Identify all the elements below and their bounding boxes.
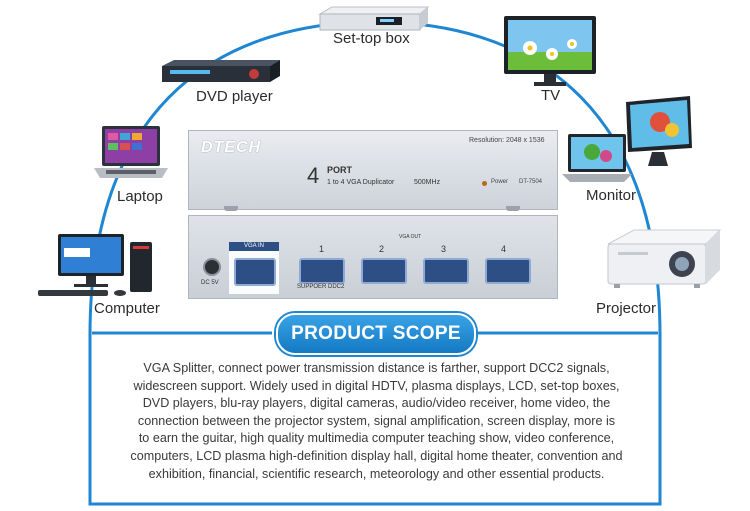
splitter-front: DTECH Resolution: 2048 x 1536 4 PORT 1 t… — [188, 130, 558, 210]
port-label-4: 4 — [501, 244, 507, 254]
foot — [506, 206, 520, 211]
port-label-2: 2 — [379, 244, 385, 254]
description-line: DVD players, blu-ray players, digital ca… — [142, 396, 611, 411]
tv-image — [504, 16, 596, 86]
description-line: widescreen support. Widely used in digit… — [133, 378, 620, 393]
monitor-image — [562, 96, 692, 182]
port-label-1: 1 — [319, 244, 325, 254]
freq-text: 500MHz — [414, 179, 441, 186]
port-number: 4 — [307, 163, 320, 188]
tv-label: TV — [541, 87, 561, 104]
description-line: VGA Splitter, connect power transmission… — [143, 361, 610, 375]
settop-label: Set-top box — [333, 30, 410, 47]
vga-out-port-1 — [299, 258, 345, 284]
monitor-label: Monitor — [586, 187, 637, 204]
vga-out-port-3 — [423, 258, 469, 284]
computer-label: Computer — [94, 300, 160, 317]
ddc-text: SUPPOER DDC2 — [297, 284, 345, 290]
model-text: 1 to 4 VGA Duplicator — [327, 179, 395, 186]
description-line: to earn the guitar, high quality multime… — [138, 431, 615, 446]
scope-description: VGA Splitter, connect power transmission… — [104, 360, 649, 483]
power-led — [482, 181, 487, 186]
projector-image — [607, 229, 722, 288]
model-number: DT-7504 — [519, 179, 543, 185]
resolution-text: Resolution: 2048 x 1536 — [469, 137, 545, 144]
laptop-label: Laptop — [117, 188, 163, 205]
vga-out-port-2 — [361, 258, 407, 284]
vga-out-text: VGA OUT — [399, 234, 422, 240]
dvd-player-image — [162, 60, 280, 82]
product-scope-title: PRODUCT SCOPE — [276, 313, 476, 355]
vga-in-port — [234, 258, 276, 286]
computer-image — [38, 234, 152, 296]
splitter-back: DC 5V VGA IN VGA OUT 1 2 3 4 SUPPOER DDC… — [188, 215, 558, 299]
vga-out-port-4 — [485, 258, 531, 284]
port-word: PORT — [327, 165, 353, 175]
settop-box-image — [318, 6, 430, 31]
description-line: exhibition, financial, scientific resear… — [148, 466, 605, 481]
description-line: computers, LCD plasma high-definition di… — [130, 448, 623, 463]
port-label-3: 3 — [441, 244, 447, 254]
dvd-label: DVD player — [196, 88, 273, 105]
dc-jack — [203, 258, 221, 276]
brand-logo: DTECH — [201, 139, 262, 156]
foot — [224, 206, 238, 211]
laptop-image — [94, 126, 168, 178]
description-line: connection between the projector system,… — [137, 413, 616, 428]
dc-text: DC 5V — [201, 280, 219, 286]
projector-label: Projector — [596, 300, 657, 317]
vga-in-label: VGA IN — [229, 242, 279, 251]
power-text: Power — [491, 179, 509, 185]
